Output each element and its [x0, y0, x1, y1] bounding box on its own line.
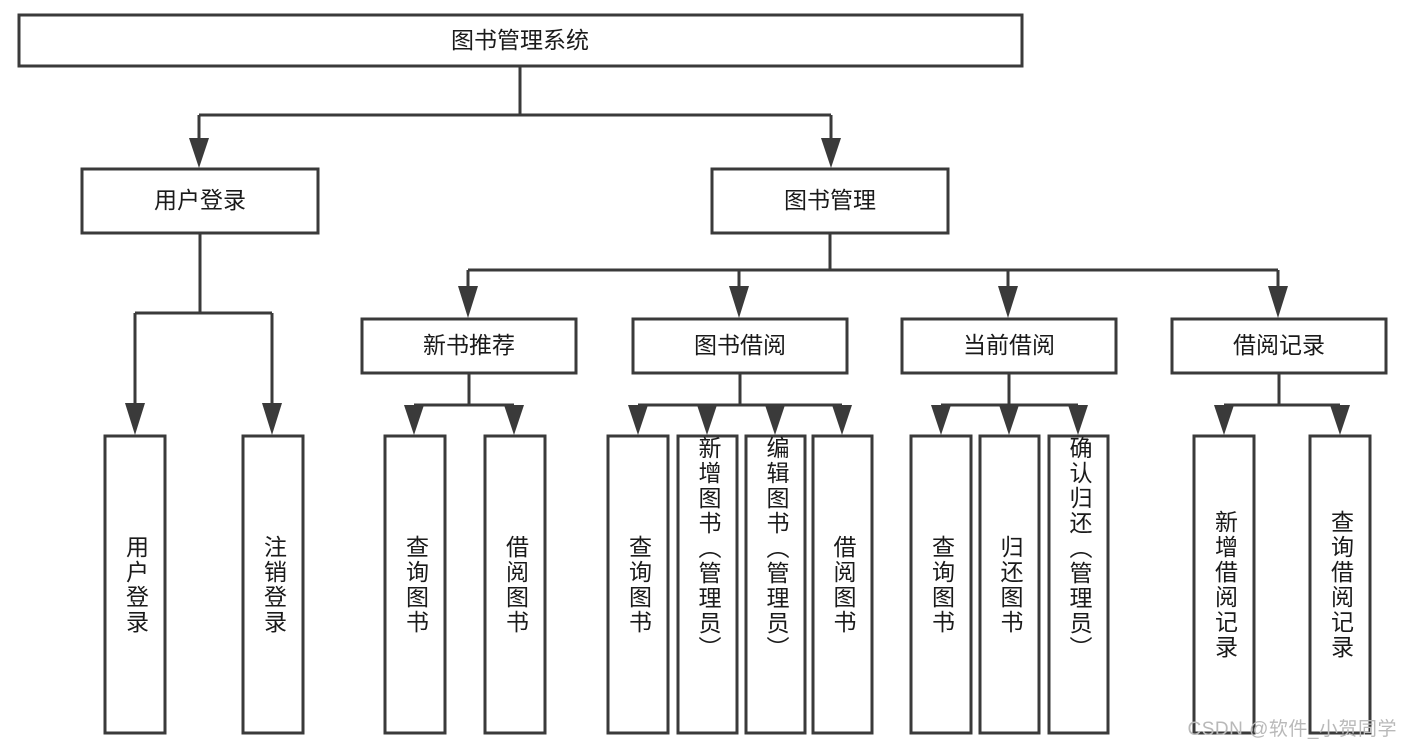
node-current-borrow[interactable]: 当前借阅	[900, 317, 1118, 375]
node-box-leaf-query-record[interactable]	[1308, 434, 1372, 735]
connector-group-book-borrow	[628, 373, 852, 435]
node-box-leaf-logout[interactable]	[241, 434, 305, 735]
node-box-book-borrow[interactable]	[631, 317, 849, 375]
node-label-current-borrow: 当前借阅	[963, 332, 1055, 358]
arrow-head-leaf-confirm-return	[1068, 405, 1088, 435]
node-box-leaf-query-book-3[interactable]	[909, 434, 973, 735]
connector-group-borrow-record	[1214, 373, 1350, 435]
node-box-leaf-add-record[interactable]	[1192, 434, 1256, 735]
arrow-head-leaf-query-record	[1330, 405, 1350, 435]
leaf-boxes	[103, 434, 1372, 735]
node-box-user-login[interactable]	[80, 167, 320, 235]
arrow-head-borrow-record	[1268, 286, 1288, 318]
node-box-leaf-query-book-2[interactable]	[606, 434, 670, 735]
node-box-new-book-recommend[interactable]	[360, 317, 578, 375]
arrow-head-leaf-logout	[262, 403, 282, 435]
node-box-leaf-return-book[interactable]	[978, 434, 1041, 735]
node-box-current-borrow[interactable]	[900, 317, 1118, 375]
arrow-head-new-book-recommend	[458, 286, 478, 318]
arrow-head-book-manage	[821, 138, 841, 168]
node-box-leaf-query-book-1[interactable]	[383, 434, 447, 735]
node-box-leaf-edit-book[interactable]	[744, 434, 807, 735]
node-box-borrow-record[interactable]	[1170, 317, 1388, 375]
arrow-head-leaf-query-book-3	[931, 405, 951, 435]
arrow-head-leaf-add-record	[1214, 405, 1234, 435]
arrow-head-leaf-borrow-book-2	[832, 405, 852, 435]
node-label-user-login: 用户登录	[154, 187, 246, 213]
node-label-book-borrow: 图书借阅	[694, 332, 786, 358]
arrow-head-leaf-add-book	[697, 405, 717, 435]
node-label-new-book-recommend: 新书推荐	[423, 332, 515, 358]
arrow-head-leaf-query-book-2	[628, 405, 648, 435]
arrow-head-book-borrow	[729, 286, 749, 318]
arrow-head-leaf-edit-book	[765, 405, 785, 435]
arrow-head-user-login	[189, 138, 209, 168]
node-borrow-record[interactable]: 借阅记录	[1170, 317, 1388, 375]
arrow-head-leaf-query-book-1	[404, 405, 424, 435]
arrow-head-leaf-return-book	[999, 405, 1019, 435]
node-label-book-manage: 图书管理	[784, 187, 876, 213]
node-box-leaf-borrow-book-2[interactable]	[811, 434, 874, 735]
connector-group-new-book-recommend	[404, 373, 524, 435]
connector-group-book-manage	[458, 233, 1288, 318]
node-user-login[interactable]: 用户登录	[80, 167, 320, 235]
node-box-leaf-borrow-book-1[interactable]	[483, 434, 547, 735]
node-new-book-recommend[interactable]: 新书推荐	[360, 317, 578, 375]
watermark-text: CSDN @软件_小贺同学	[1187, 719, 1397, 740]
connector-group-user-login	[125, 233, 282, 435]
node-box-leaf-user-login[interactable]	[103, 434, 167, 735]
arrow-head-leaf-borrow-book-1	[504, 405, 524, 435]
node-book-borrow[interactable]: 图书借阅	[631, 317, 849, 375]
node-box-leaf-add-book[interactable]	[676, 434, 739, 735]
node-book-manage[interactable]: 图书管理	[710, 167, 950, 235]
node-label-borrow-record: 借阅记录	[1233, 332, 1325, 358]
connector-group-current-borrow	[931, 373, 1088, 435]
connector-group-root	[189, 66, 841, 168]
arrow-head-current-borrow	[998, 286, 1018, 318]
arrow-head-leaf-user-login	[125, 403, 145, 435]
node-box-leaf-confirm-return[interactable]	[1047, 434, 1110, 735]
